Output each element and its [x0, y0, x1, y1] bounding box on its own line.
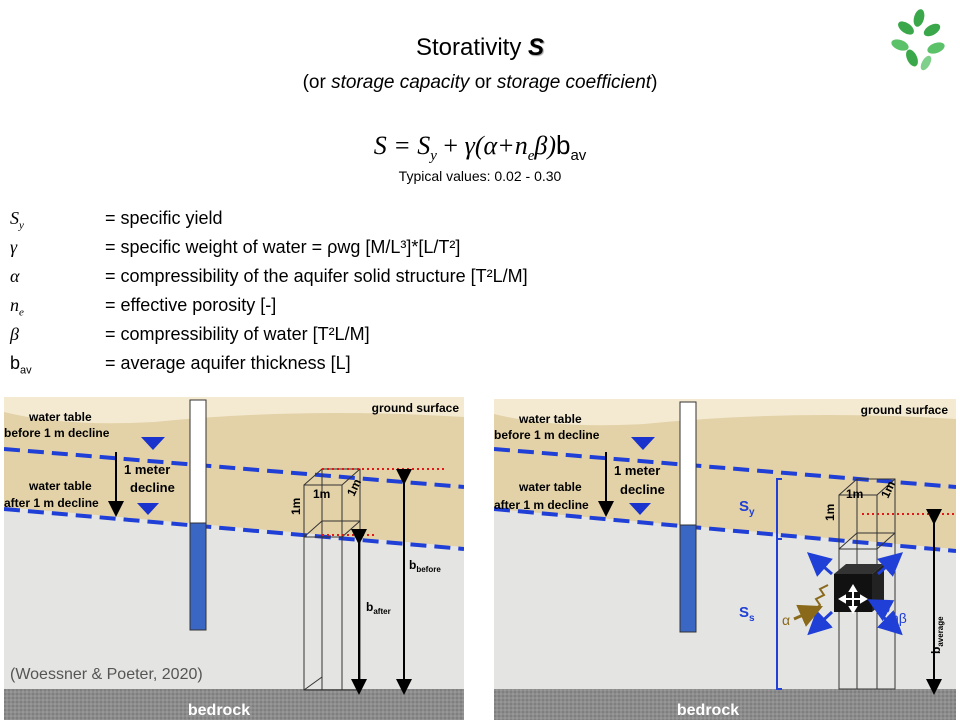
decline-label-2: decline — [130, 480, 175, 495]
definition-ne: ne = effective porosity [-] — [10, 295, 277, 319]
decline-label-1: 1 meter — [124, 462, 170, 477]
well-water — [679, 524, 697, 633]
ground-surface-label: ground surface — [372, 401, 460, 415]
wt-after-label-1: water table — [28, 479, 92, 493]
definition-bav: bav = average aquifer thickness [L] — [10, 353, 351, 377]
definition-alpha: α = compressibility of the aquifer solid… — [10, 266, 528, 286]
right-aquifer-diagram: bedrock ground surface water table befor… — [494, 399, 956, 720]
water-table-marker-after-icon — [137, 503, 159, 515]
wt-after-label-2: after 1 m decline — [4, 496, 99, 510]
bedrock-label: bedrock — [188, 702, 250, 719]
well-water — [189, 522, 207, 631]
wt-before-label-2: before 1 m decline — [494, 428, 600, 442]
bedrock-layer — [4, 689, 464, 720]
title-symbol: S — [528, 34, 545, 61]
ground-surface-label: ground surface — [861, 403, 949, 417]
water-table-after — [4, 507, 464, 551]
typical-values: Typical values: 0.02 - 0.30 — [398, 168, 562, 184]
water-table-before — [494, 447, 956, 489]
cube-label-depth: 1m — [878, 479, 898, 501]
alpha-label: α — [782, 612, 790, 628]
storativity-formula: S = Sy + γ(α+neβ)bav — [373, 130, 587, 165]
water-table-before — [4, 447, 464, 489]
sy-label: Sy — [739, 498, 755, 518]
b-after-label: bafter — [366, 600, 391, 616]
leaf-logo-icon — [891, 9, 945, 71]
water-table-marker-before-icon — [631, 437, 655, 450]
water-table-after — [494, 507, 956, 553]
wt-before-label-1: water table — [518, 412, 582, 426]
decline-label-1: 1 meter — [614, 463, 660, 478]
definition-sy: Sy = specific yield — [10, 208, 223, 232]
compressed-cube-icon — [793, 552, 904, 636]
water-table-marker-before-icon — [141, 437, 165, 450]
cube-label-side: 1m — [823, 504, 837, 521]
definition-gamma: γ = specific weight of water = ρwg [M/L³… — [10, 237, 461, 257]
left-aquifer-diagram: bedrock ground surface water table befor… — [4, 397, 464, 720]
b-average-label: baverage — [929, 616, 945, 654]
cube-label-top: 1m — [846, 487, 863, 501]
wt-after-label-1: water table — [518, 480, 582, 494]
page-subtitle: (or storage capacity or storage coeffici… — [302, 72, 658, 93]
cube-label-depth: 1m — [344, 477, 364, 499]
wt-before-label-1: water table — [28, 410, 92, 424]
citation: (Woessner & Poeter, 2020) — [10, 666, 203, 683]
bedrock-layer — [494, 689, 956, 720]
bedrock-label: bedrock — [677, 702, 739, 719]
b-before-label: bbefore — [409, 558, 441, 574]
nbeta-label: nβ — [891, 610, 907, 626]
decline-label-2: decline — [620, 482, 665, 497]
cube-label-top: 1m — [313, 487, 330, 501]
cube-label-side: 1m — [289, 498, 303, 515]
storage-bracket — [776, 478, 782, 690]
water-table-marker-after-icon — [629, 503, 651, 515]
wt-after-label-2: after 1 m decline — [494, 498, 589, 512]
unit-column — [303, 468, 361, 691]
ss-label: Ss — [739, 604, 755, 624]
definition-beta: β = compressibility of water [T²L/M] — [10, 324, 370, 344]
wt-before-label-2: before 1 m decline — [4, 426, 110, 440]
definition-list: Sy = specific yield γ = specific weight … — [10, 208, 528, 382]
page-title: Storativity S — [415, 34, 545, 61]
